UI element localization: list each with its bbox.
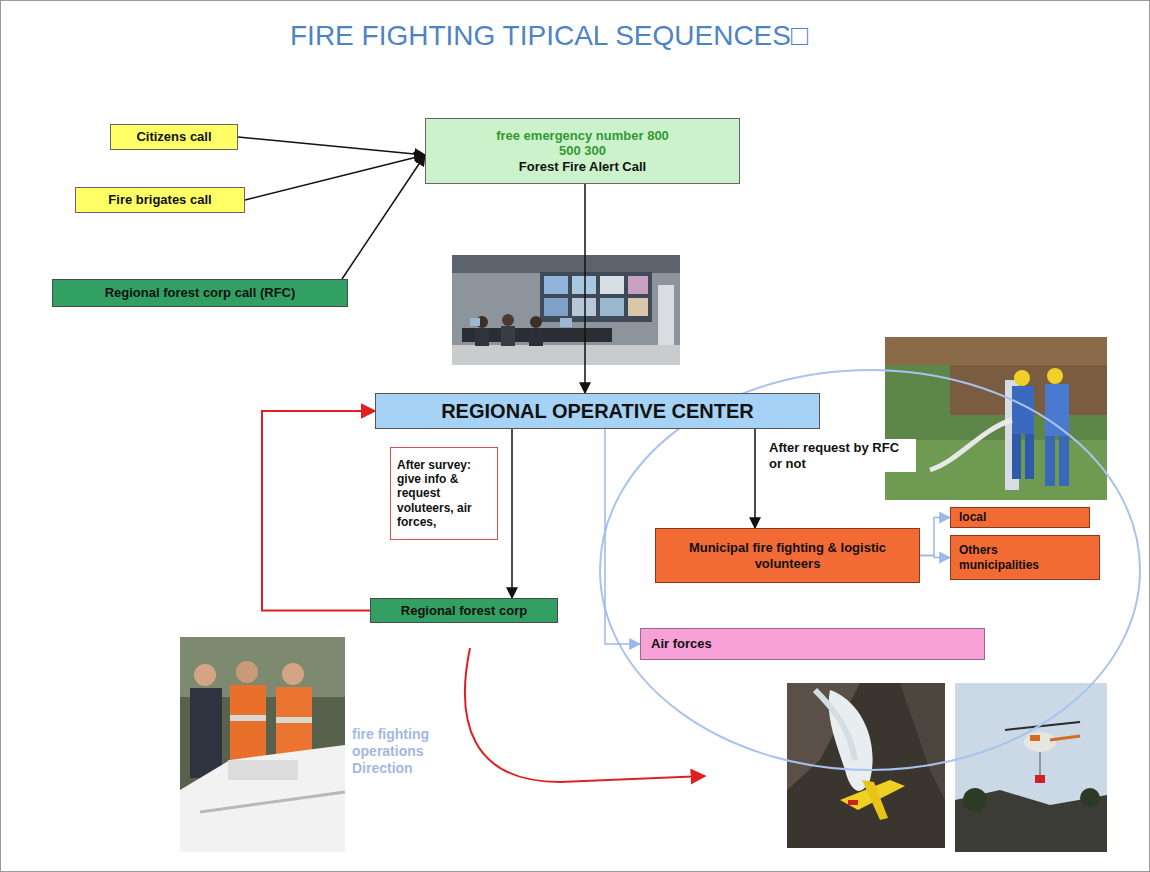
screen <box>544 276 568 294</box>
tail-boom <box>1050 736 1080 740</box>
forest-corp-box: Regional forest corp <box>370 598 558 623</box>
screen <box>544 298 568 316</box>
connector-arrow <box>342 155 425 279</box>
photo-ground <box>452 255 680 365</box>
screen <box>572 298 596 316</box>
connector-arrow <box>238 137 425 155</box>
note-label: fire fighting operations Direction <box>352 726 444 776</box>
operator <box>530 316 542 328</box>
hose <box>930 420 1012 470</box>
volunteer-area-ellipse <box>600 370 1140 770</box>
node-text: Regional forest corp <box>401 603 527 619</box>
photo-ground <box>180 637 345 852</box>
control-room-photo <box>452 255 680 365</box>
photo-ground <box>955 683 1107 852</box>
water-drop <box>815 690 855 760</box>
node-text: Others municipalities <box>959 543 1059 572</box>
floor <box>452 345 680 365</box>
screen <box>572 276 596 294</box>
rock <box>900 683 945 800</box>
operator <box>529 328 543 346</box>
helicopter-photo <box>955 683 1107 852</box>
connector-arrow <box>920 556 950 558</box>
operator <box>501 326 515 346</box>
map-sheet <box>228 760 298 780</box>
firefighter <box>1012 434 1021 479</box>
doorway <box>658 285 674 345</box>
node-text: local <box>959 510 986 524</box>
edge-label: After request by RFC or not <box>767 439 916 472</box>
grass <box>885 440 1107 500</box>
screen <box>600 276 624 294</box>
tree <box>963 788 987 812</box>
firefighter <box>1059 436 1069 486</box>
water-bucket <box>1035 775 1045 783</box>
node-text: After survey: give info & request volute… <box>397 458 491 530</box>
operative-center-box: REGIONAL OPERATIVE CENTER <box>375 393 820 429</box>
screen <box>628 298 648 316</box>
slide-title: FIRE FIGHTING TIPICAL SEQUENCES□ <box>290 20 808 52</box>
municipality-box: Others municipalities <box>950 535 1100 580</box>
firefighter <box>1025 434 1034 479</box>
officer <box>190 688 222 778</box>
helicopter-stripe <box>1030 735 1040 741</box>
connector-arrow <box>584 184 586 393</box>
node-text: Air forces <box>651 636 712 652</box>
call-box: Citizens call <box>110 124 238 150</box>
connector-arrow <box>920 518 950 556</box>
reflective-band <box>276 717 312 723</box>
ceiling <box>452 255 680 273</box>
operator <box>475 328 489 346</box>
screen <box>628 276 648 294</box>
air-forces-box: Air forces <box>640 628 985 660</box>
connector-arrow <box>245 155 425 200</box>
node-text: Citizens call <box>136 129 211 145</box>
connector-arrow <box>511 429 513 598</box>
aircraft-stripe <box>848 800 858 805</box>
aircraft-wing <box>862 780 888 820</box>
firefighter <box>1045 384 1069 436</box>
call-box: Regional forest corp call (RFC) <box>52 279 348 307</box>
municipality-box: local <box>950 507 1090 528</box>
monitor <box>560 318 572 327</box>
firefighter <box>1045 436 1055 486</box>
photo-ground <box>885 337 1107 500</box>
vehicle-edge <box>200 792 345 812</box>
bucket-line <box>1040 752 1041 775</box>
tree <box>1080 788 1100 808</box>
face <box>236 661 258 683</box>
node-text: Fire brigates call <box>108 192 211 208</box>
call-box: Fire brigates call <box>75 187 245 213</box>
operator <box>502 314 514 326</box>
vehicle <box>180 745 345 852</box>
node-text: Regional forest corp call (RFC) <box>105 285 296 301</box>
connector-arrow <box>605 429 640 644</box>
face <box>282 663 304 685</box>
monitor <box>470 318 480 326</box>
helicopter <box>1024 732 1056 752</box>
node-text: free emergency number 800 500 300 <box>495 128 670 159</box>
face <box>194 664 216 686</box>
emergency-number-box: free emergency number 800 500 300Forest … <box>425 118 740 184</box>
note-box: After survey: give info & request volute… <box>390 447 498 540</box>
helmet <box>1047 368 1063 384</box>
video-wall <box>540 272 652 322</box>
screen <box>600 298 624 316</box>
reflective-band <box>230 715 266 721</box>
connector-arrow <box>262 411 375 611</box>
direction-arrow <box>465 648 705 782</box>
firefighters-photo <box>885 337 1107 500</box>
forest-corp-photo <box>180 637 345 852</box>
roof <box>885 337 1107 365</box>
helmet <box>1014 370 1030 386</box>
volunteer-box: Municipal fire fighting & logistic volun… <box>655 528 920 583</box>
node-text: Forest Fire Alert Call <box>519 159 646 175</box>
node-text: Municipal fire fighting & logistic volun… <box>676 540 899 571</box>
connector-arrow <box>754 429 756 528</box>
node-text: REGIONAL OPERATIVE CENTER <box>441 399 754 423</box>
